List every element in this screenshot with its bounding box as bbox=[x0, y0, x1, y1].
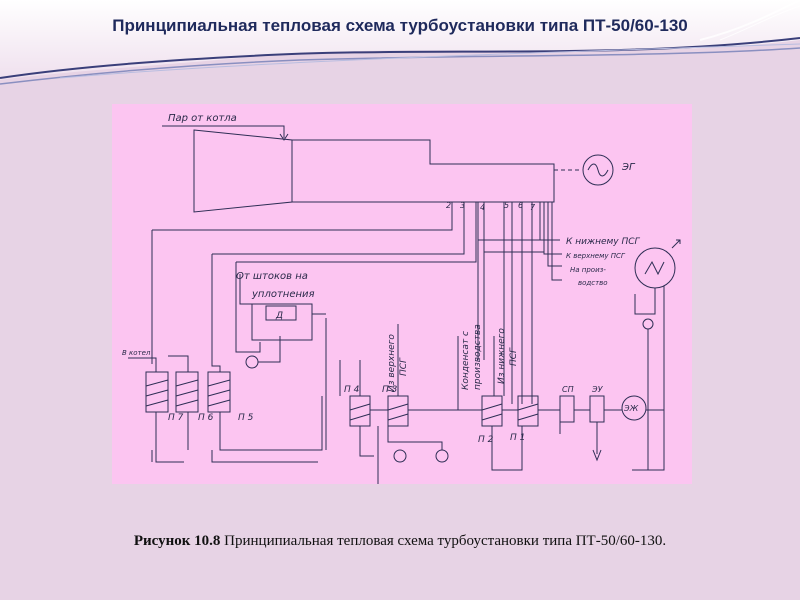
label-from-upper-psg-1: Из верхнего bbox=[387, 334, 397, 392]
label-condensate-2: производства bbox=[473, 324, 483, 390]
label-steam-from-boiler: Пар от котла bbox=[168, 113, 237, 124]
label-from-lower-psg-1: Из нижнего bbox=[497, 328, 507, 384]
label-to-boiler: В котел bbox=[122, 349, 151, 357]
label-from-upper-psg-2: ПСГ bbox=[399, 357, 409, 376]
label-p3: П 3 bbox=[382, 385, 398, 395]
generator-symbol bbox=[582, 154, 614, 186]
label-to-production-2: водство bbox=[578, 279, 608, 287]
label-p7: П 7 bbox=[168, 413, 184, 423]
label-ext-6: 6 bbox=[518, 201, 523, 210]
diagram-labels: Пар от котла ЭГ 2 3 4 5 6 7 К нижнему ПС… bbox=[122, 113, 641, 445]
label-generator: ЭГ bbox=[621, 162, 636, 173]
label-ext-3: 3 bbox=[460, 201, 465, 210]
label-sp: СП bbox=[562, 385, 574, 394]
label-to-lower-psg: К нижнему ПСГ bbox=[566, 237, 641, 247]
label-p4: П 4 bbox=[344, 385, 360, 395]
turbine-casing bbox=[292, 139, 555, 203]
label-ej: ЭЖ bbox=[623, 404, 639, 413]
label-from-stems-1: От штоков на bbox=[236, 271, 308, 282]
heater-p6 bbox=[175, 371, 199, 413]
label-to-production-1: На произ- bbox=[570, 266, 606, 274]
label-condensate-1: Конденсат с bbox=[461, 331, 471, 390]
figure-caption: Рисунок 10.8 Принципиальная тепловая схе… bbox=[0, 533, 800, 550]
heater-p7 bbox=[145, 371, 169, 413]
ejector-ej bbox=[621, 395, 647, 421]
label-from-stems-2: уплотнения bbox=[251, 289, 315, 300]
heater-p5 bbox=[207, 371, 231, 413]
label-deaerator: Д bbox=[275, 311, 283, 321]
label-from-lower-psg-2: ПСГ bbox=[509, 347, 519, 366]
deaerator bbox=[251, 303, 313, 341]
label-ext-5: 5 bbox=[504, 201, 509, 210]
seal-cooler-sp bbox=[559, 395, 575, 423]
label-ext-2: 2 bbox=[446, 201, 451, 210]
label-p5: П 5 bbox=[238, 413, 254, 423]
label-ext-4: 4 bbox=[480, 203, 485, 212]
heater-p1 bbox=[517, 395, 539, 427]
label-p6: П 6 bbox=[198, 413, 214, 423]
thermal-scheme-diagram: Пар от котла ЭГ 2 3 4 5 6 7 К нижнему ПС… bbox=[112, 104, 692, 484]
label-p2: П 2 bbox=[478, 435, 494, 445]
thermal-scheme-drawing bbox=[128, 125, 681, 484]
label-ey: ЭУ bbox=[591, 385, 604, 394]
label-to-upper-psg: К верхнему ПСГ bbox=[566, 252, 626, 260]
caption-text: Принципиальная тепловая схема турбоустан… bbox=[220, 533, 667, 549]
caption-label: Рисунок 10.8 bbox=[133, 533, 221, 549]
label-p1: П 1 bbox=[510, 433, 525, 443]
label-ext-7: 7 bbox=[530, 203, 536, 212]
slide-title: Принципиальная тепловая схема турбоустан… bbox=[112, 16, 688, 35]
